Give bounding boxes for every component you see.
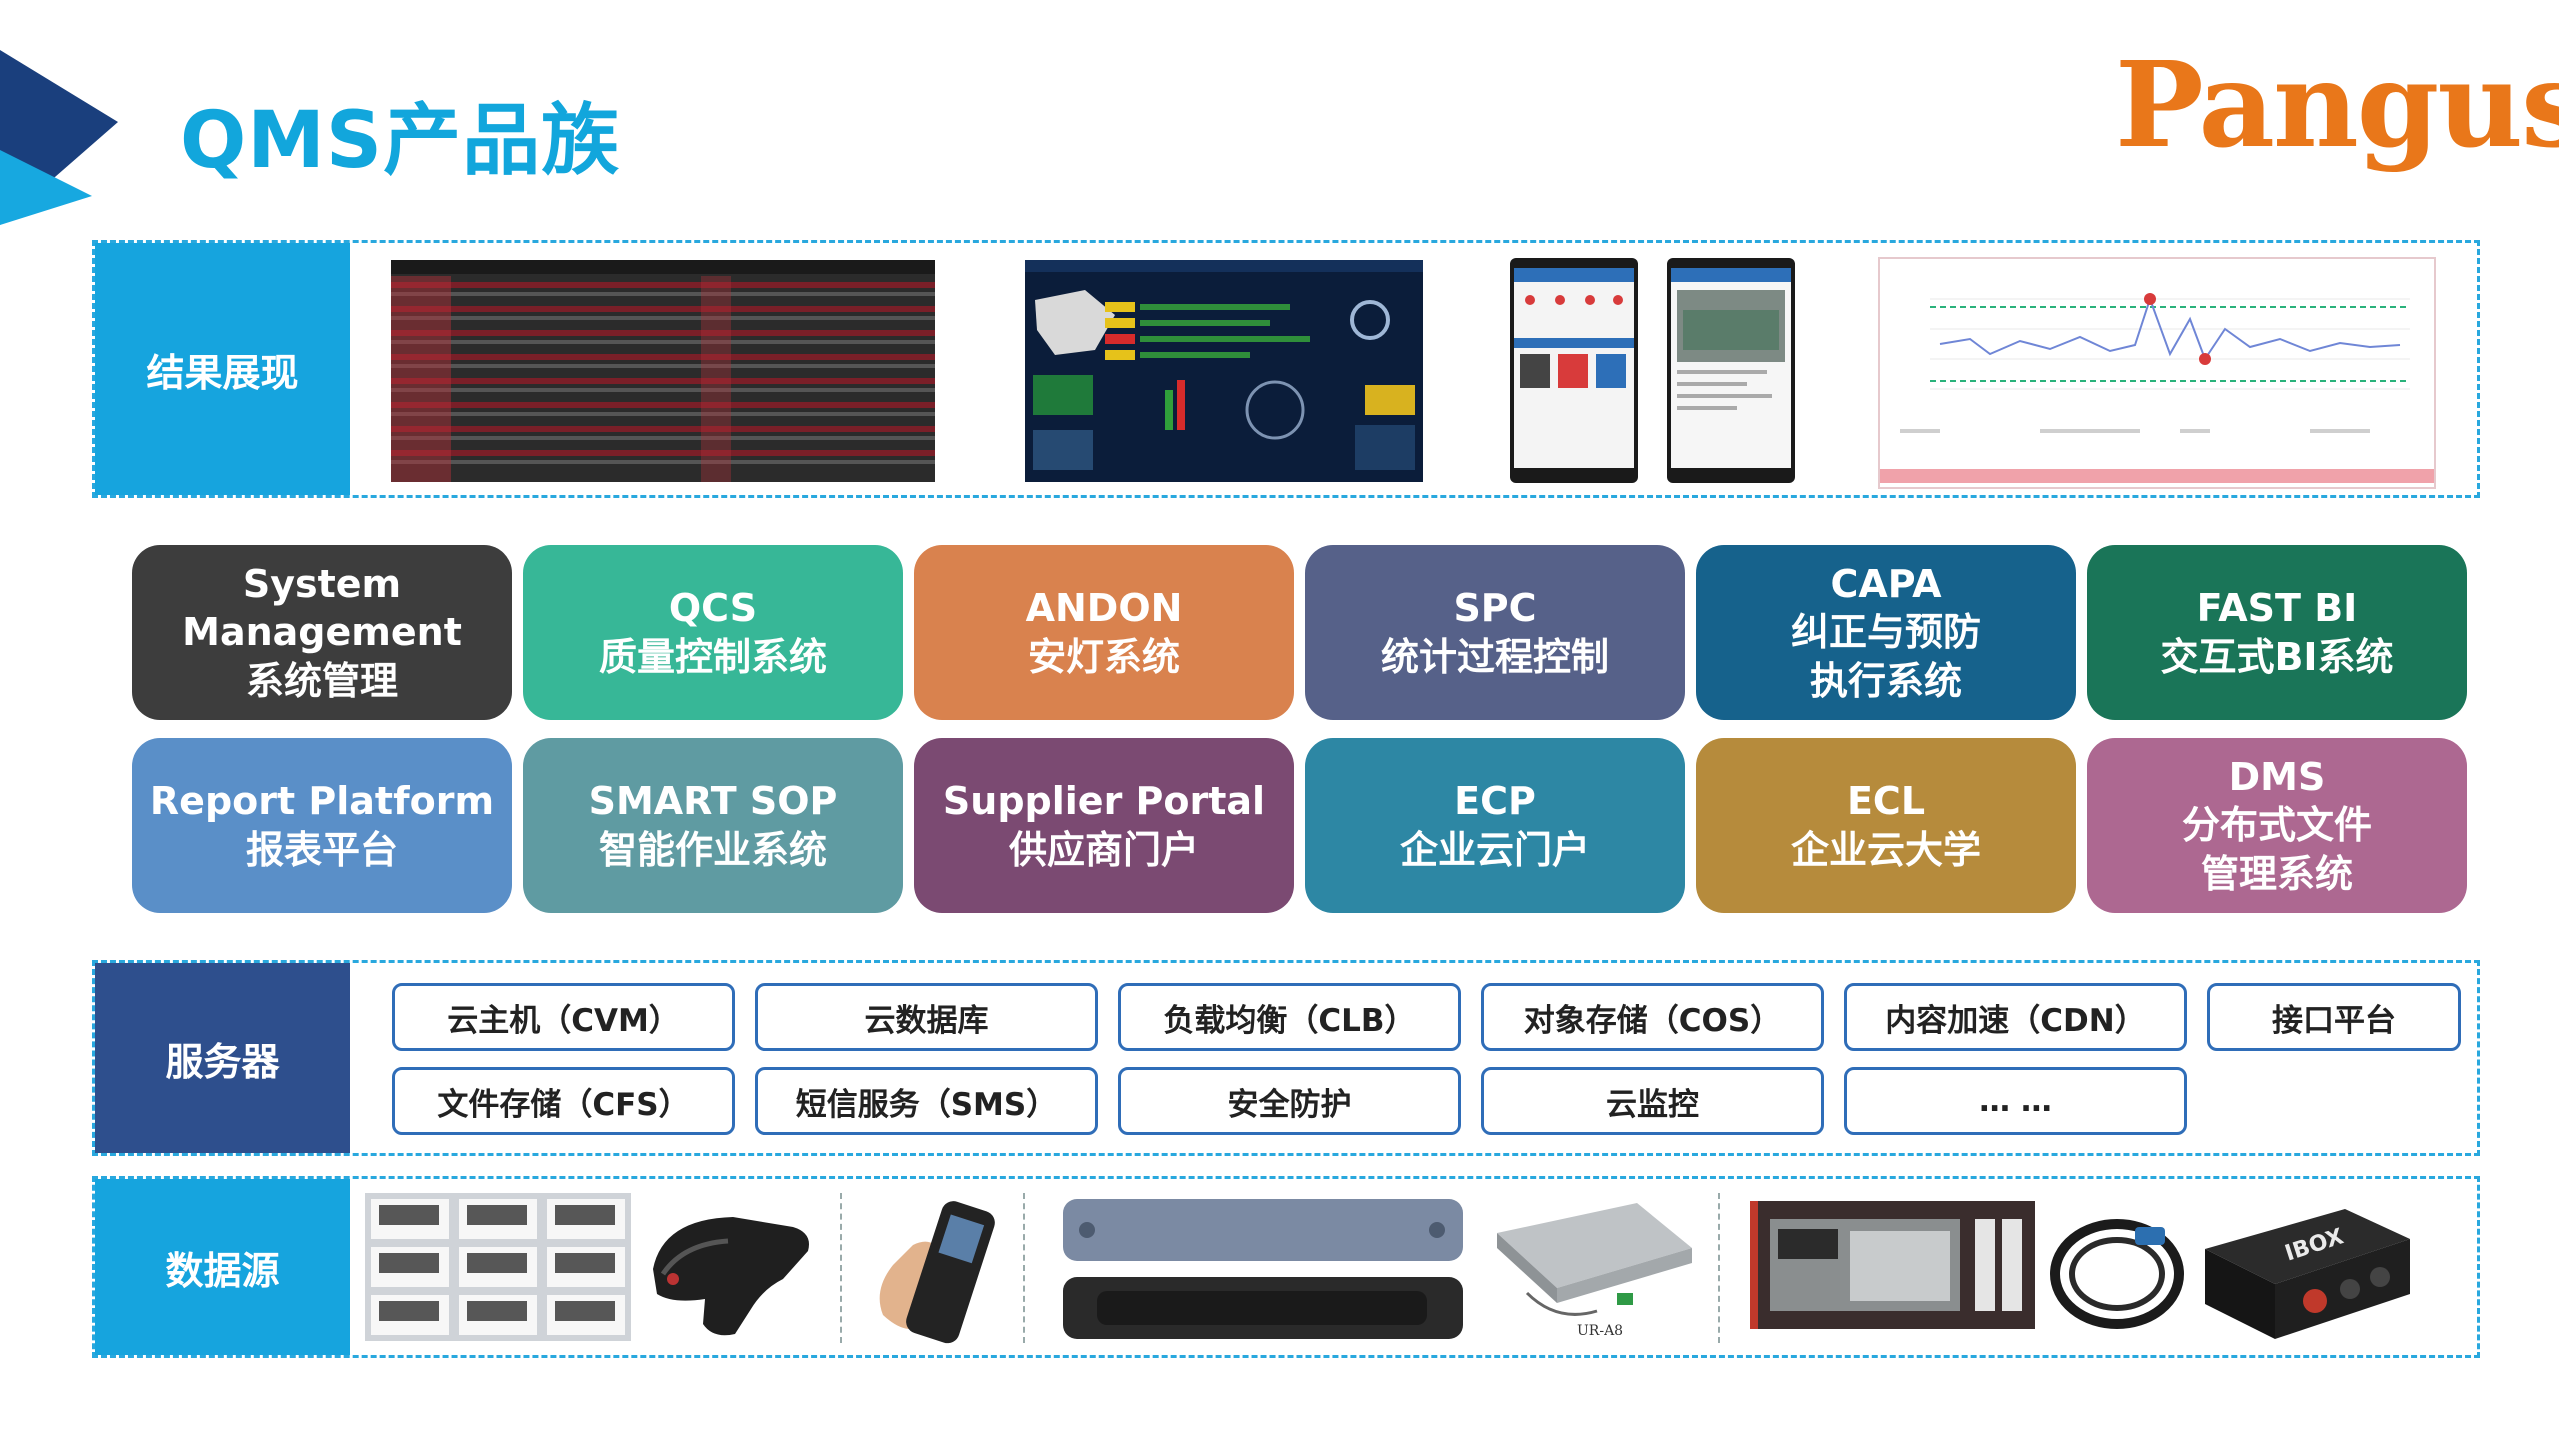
server-monitor[interactable]: 云监控 [1481,1067,1824,1135]
pangus-logo: Pangus [2115,35,2559,174]
tile-system-management[interactable]: System Management 系统管理 [132,545,512,720]
server-cos[interactable]: 对象存储（COS） [1481,983,1824,1051]
io-box-image: IBOX [2195,1189,2420,1349]
tile-spc[interactable]: SPC 统计过程控制 [1305,545,1685,720]
tile-label: 交互式BI系统 [2160,634,2394,679]
tile-label: ECL [1846,778,1926,823]
tile-label: 智能作业系统 [598,827,827,872]
barcode-scanner-icon [653,1217,809,1336]
tile-label: 系统管理 [245,658,398,703]
tile-label: 供应商门户 [1008,827,1199,872]
table-dashboard-screen [391,260,935,482]
tile-ecp[interactable]: ECP 企业云门户 [1305,738,1685,913]
server-section: 服务器 云主机（CVM） 云数据库 负载均衡（CLB） 对象存储（COS） 内容… [92,960,2480,1156]
server-cdn[interactable]: 内容加速（CDN） [1844,983,2187,1051]
tile-label: Management [182,610,462,655]
tile-fast-bi[interactable]: FAST BI 交互式BI系统 [2087,545,2467,720]
header-chevron-icon [0,50,118,225]
tile-label: 企业云大学 [1790,827,1981,872]
server-clb[interactable]: 负载均衡（CLB） [1118,983,1461,1051]
tile-label: Report Platform [149,778,495,823]
mobile-app-graphic-2 [1671,268,1791,468]
server-api-platform[interactable]: 接口平台 [2207,983,2461,1051]
server-cloud-db[interactable]: 云数据库 [755,983,1098,1051]
tile-label: CAPA [1830,561,1942,606]
rfid-reader-image: UR-A8 [1487,1193,1702,1347]
tile-qcs[interactable]: QCS 质量控制系统 [523,545,903,720]
rfid-reader-graphic: UR-A8 [1497,1203,1692,1339]
line-chart-report-screen [1878,257,2436,489]
tile-label: Supplier Portal [942,778,1266,823]
tile-label: 统计过程控制 [1380,634,1609,679]
page-title: QMS产品族 [180,96,621,186]
mobile-app-graphic-1 [1514,268,1634,468]
tile-label: 纠正与预防 [1790,610,1981,655]
mobile-app-screen-2 [1667,258,1795,483]
tile-label: FAST BI [2196,585,2358,630]
server-cfs[interactable]: 文件存储（CFS） [392,1067,735,1135]
data-source-label: 数据源 [95,1179,350,1355]
tile-label: ECP [1454,778,1536,823]
rfid-tags-graphic [1063,1199,1463,1339]
barcode-labels-image [365,1193,631,1341]
server-security[interactable]: 安全防护 [1118,1067,1461,1135]
map-dashboard-graphic [1025,260,1423,470]
plc-controller-graphic [1750,1201,2035,1329]
tile-label: 执行系统 [1809,658,1962,703]
tile-label: 报表平台 [245,827,398,872]
tile-label: 安灯系统 [1027,634,1180,679]
tile-label: QCS [668,585,758,630]
line-chart-report-graphic [1880,293,2434,483]
tile-andon[interactable]: ANDON 安灯系统 [914,545,1294,720]
tile-label: SPC [1453,585,1537,630]
map-dashboard-screen [1025,260,1423,482]
tile-ecl[interactable]: ECL 企业云大学 [1696,738,2076,913]
tile-label: System [242,561,402,606]
results-label: 结果展现 [95,243,350,495]
results-section: 结果展现 [92,240,2480,498]
tile-capa[interactable]: CAPA 纠正与预防 执行系统 [1696,545,2076,720]
source-divider-1 [840,1193,842,1343]
tile-label: 分布式文件 [2181,803,2372,848]
tile-label: 管理系统 [2200,851,2353,896]
tile-label: DMS [2228,754,2326,799]
tile-supplier-portal[interactable]: Supplier Portal 供应商门户 [914,738,1294,913]
tile-label: ANDON [1025,585,1183,630]
server-sms[interactable]: 短信服务（SMS） [755,1067,1098,1135]
tile-label: SMART SOP [588,778,838,823]
tile-label: 质量控制系统 [598,634,827,679]
sensor-cable-icon [2050,1219,2184,1329]
tile-label: 企业云门户 [1399,827,1590,872]
io-box-graphic: IBOX [2205,1209,2410,1339]
table-dashboard-graphic [391,260,935,482]
server-cvm[interactable]: 云主机（CVM） [392,983,735,1051]
server-more[interactable]: … … [1844,1067,2187,1135]
mobile-app-screen-1 [1510,258,1638,483]
source-divider-3 [1718,1193,1720,1343]
data-source-section: 数据源 [92,1176,2480,1358]
reader-caption: UR-A8 [1577,1323,1623,1339]
tile-report-platform[interactable]: Report Platform 报表平台 [132,738,512,913]
plc-controller-image [1750,1201,2035,1329]
source-divider-2 [1023,1193,1025,1343]
tile-dms[interactable]: DMS 分布式文件 管理系统 [2087,738,2467,913]
rfid-tags-image [1057,1193,1477,1347]
handheld-terminal-icon [879,1201,995,1344]
server-label: 服务器 [95,963,350,1153]
barcode-labels-graphic [371,1199,625,1335]
tile-smart-sop[interactable]: SMART SOP 智能作业系统 [523,738,903,913]
